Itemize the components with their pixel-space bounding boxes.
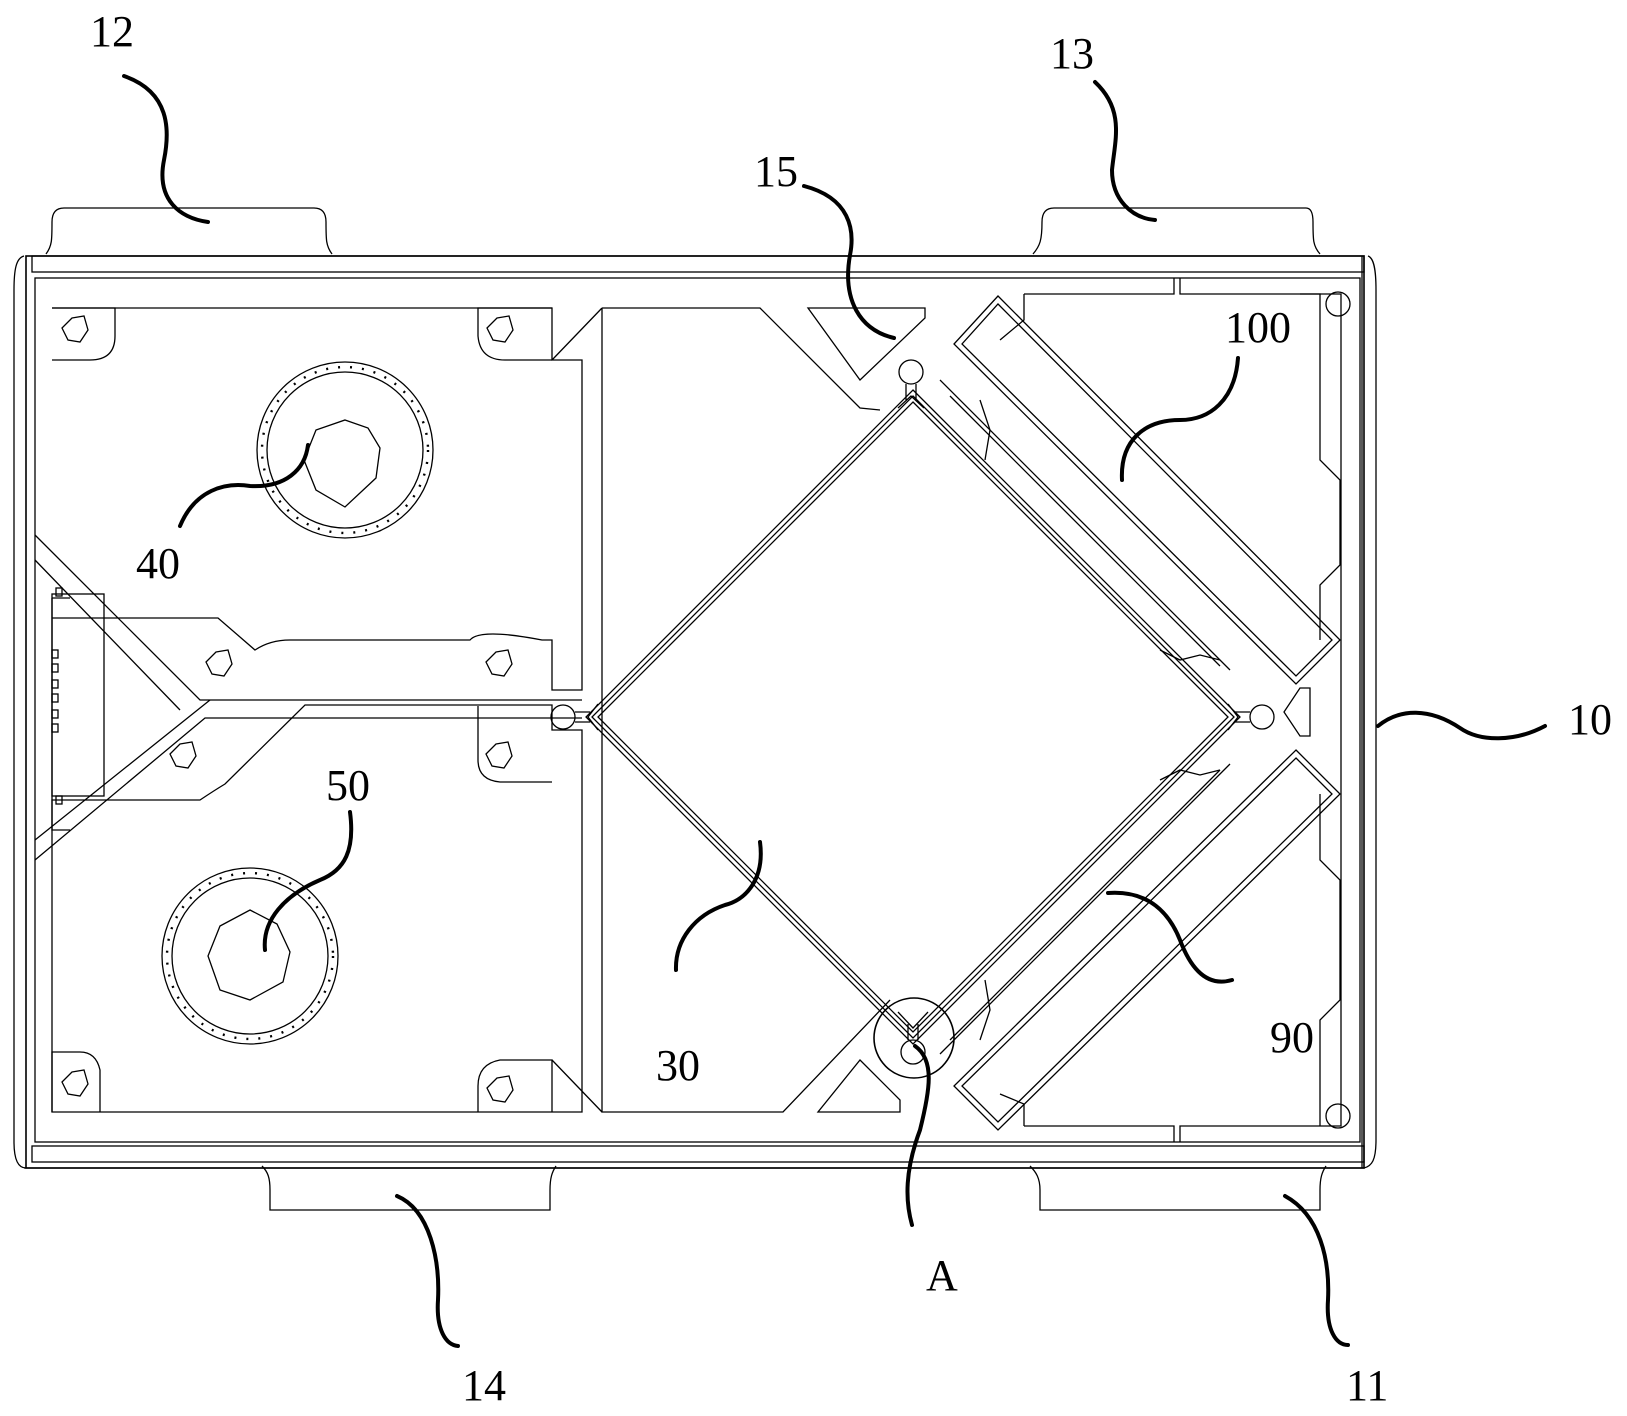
bolt-hole — [485, 649, 513, 677]
filter-90 — [939, 749, 1341, 1131]
label-90: 90 — [1270, 1013, 1314, 1062]
leader-11 — [1283, 1194, 1350, 1347]
filter-100 — [939, 293, 1341, 685]
label-10: 10 — [1568, 695, 1612, 744]
left-y-channel — [34, 534, 582, 861]
port-top-left — [45, 207, 333, 255]
upper-left-chamber — [52, 307, 583, 691]
bolt-hole — [1325, 1103, 1351, 1129]
label-13: 13 — [1050, 29, 1094, 78]
reference-labels: 12 13 15 100 40 10 50 30 90 A 14 11 — [90, 7, 1612, 1410]
leader-10 — [1376, 710, 1547, 741]
label-12: 12 — [90, 7, 134, 56]
label-15: 15 — [754, 147, 798, 196]
joint-bottom — [900, 1039, 926, 1065]
bolt-hole — [486, 1075, 514, 1103]
joint-left — [550, 704, 576, 730]
label-40: 40 — [136, 539, 180, 588]
housing-outline — [13, 255, 1377, 1169]
bolt-hole — [485, 741, 513, 769]
label-100: 100 — [1225, 303, 1291, 352]
label-30: 30 — [656, 1041, 700, 1090]
leader-100 — [1119, 356, 1240, 482]
detail-circle-a — [873, 997, 955, 1079]
bolt-hole — [169, 741, 197, 769]
fan-50 — [161, 867, 339, 1045]
port-bottom-right — [1029, 1165, 1327, 1211]
leader-lines — [122, 74, 1547, 1348]
fan-40 — [256, 361, 434, 539]
leader-14 — [395, 1194, 460, 1348]
joint-nodes — [550, 359, 1275, 1079]
core-30 — [585, 389, 1241, 1045]
leader-13 — [1093, 80, 1157, 222]
lower-left-chamber — [51, 704, 583, 1113]
leader-40 — [178, 443, 310, 528]
port-bottom-left — [261, 1165, 557, 1211]
label-14: 14 — [462, 1361, 506, 1410]
right-wedge — [1283, 687, 1311, 737]
bolt-hole — [486, 315, 514, 343]
bolt-holes — [61, 291, 1351, 1129]
leader-30 — [673, 840, 763, 972]
leader-a — [905, 1044, 931, 1227]
middle-panels — [551, 307, 926, 1113]
bolt-hole — [205, 649, 233, 677]
right-compartment-frames — [1024, 278, 1342, 1142]
port-top-right — [1032, 207, 1321, 255]
bolt-hole — [1325, 291, 1351, 317]
bolt-hole — [61, 1069, 89, 1097]
label-a: A — [926, 1251, 958, 1300]
leader-12 — [122, 74, 210, 224]
leader-90 — [1106, 890, 1234, 984]
bolt-hole — [61, 315, 89, 343]
joint-top — [898, 359, 924, 385]
connector-block — [51, 587, 105, 805]
joint-right — [1249, 704, 1275, 730]
label-50: 50 — [326, 761, 370, 810]
leader-15 — [802, 184, 896, 340]
leader-50 — [262, 810, 354, 952]
label-11: 11 — [1346, 1361, 1388, 1410]
